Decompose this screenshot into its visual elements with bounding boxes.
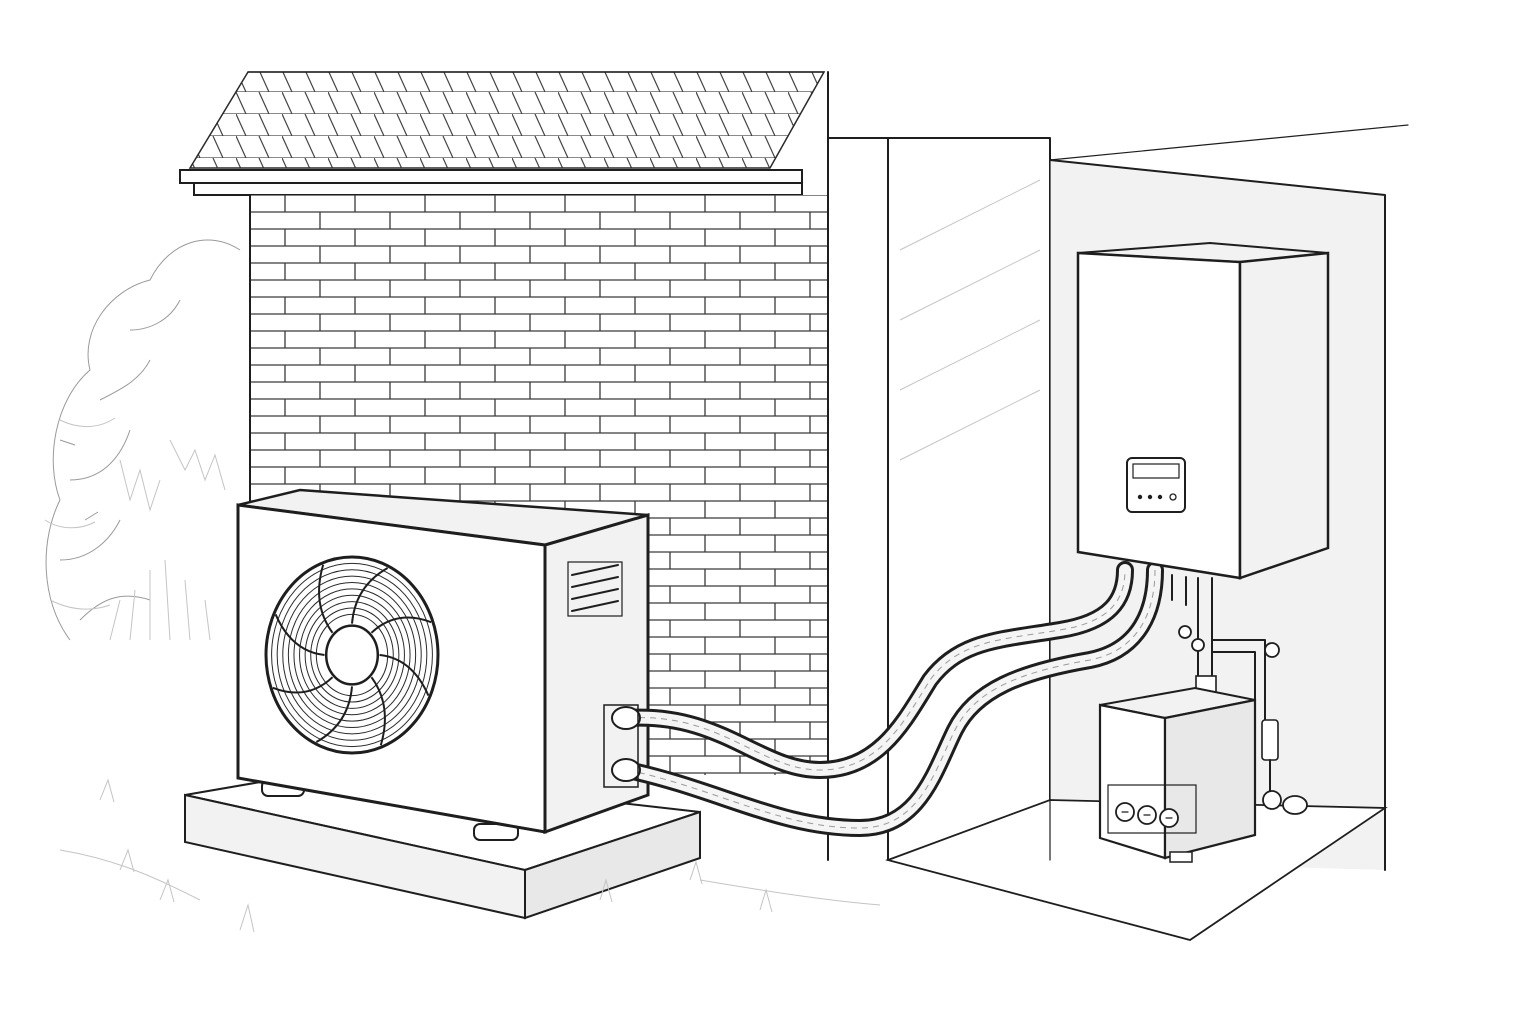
fan-ring <box>271 562 433 748</box>
fan-blade <box>318 564 334 634</box>
fan-hub <box>324 624 380 686</box>
roof-tiles-icon <box>179 71 826 196</box>
fan-ring <box>304 601 400 709</box>
fan-blade <box>379 654 430 696</box>
concrete-pad-icon <box>184 768 701 920</box>
fan-blade <box>272 676 334 694</box>
shrub-icon <box>44 239 241 641</box>
fan-blade <box>274 614 325 656</box>
fan-blade <box>370 616 432 634</box>
side-vent-icon <box>567 561 623 617</box>
fan-blade <box>315 686 353 743</box>
fan-ring <box>293 588 411 722</box>
fan-ring <box>315 613 389 697</box>
fan-ring <box>276 569 428 741</box>
fan-ring <box>310 607 394 703</box>
fan-ring <box>287 581 417 729</box>
refrigerant-pipes-icon <box>603 561 1164 838</box>
indoor-wall-unit-icon <box>1076 241 1330 815</box>
fan-grille-icon <box>264 555 440 755</box>
fan-blade <box>351 567 389 624</box>
fan-ring <box>282 575 422 735</box>
fan-ring <box>299 594 405 716</box>
fan-blade <box>370 676 386 746</box>
control-panel-display-icon <box>1126 457 1186 513</box>
grass-icon <box>59 778 881 933</box>
hot-water-cylinder-icon <box>1098 686 1257 863</box>
